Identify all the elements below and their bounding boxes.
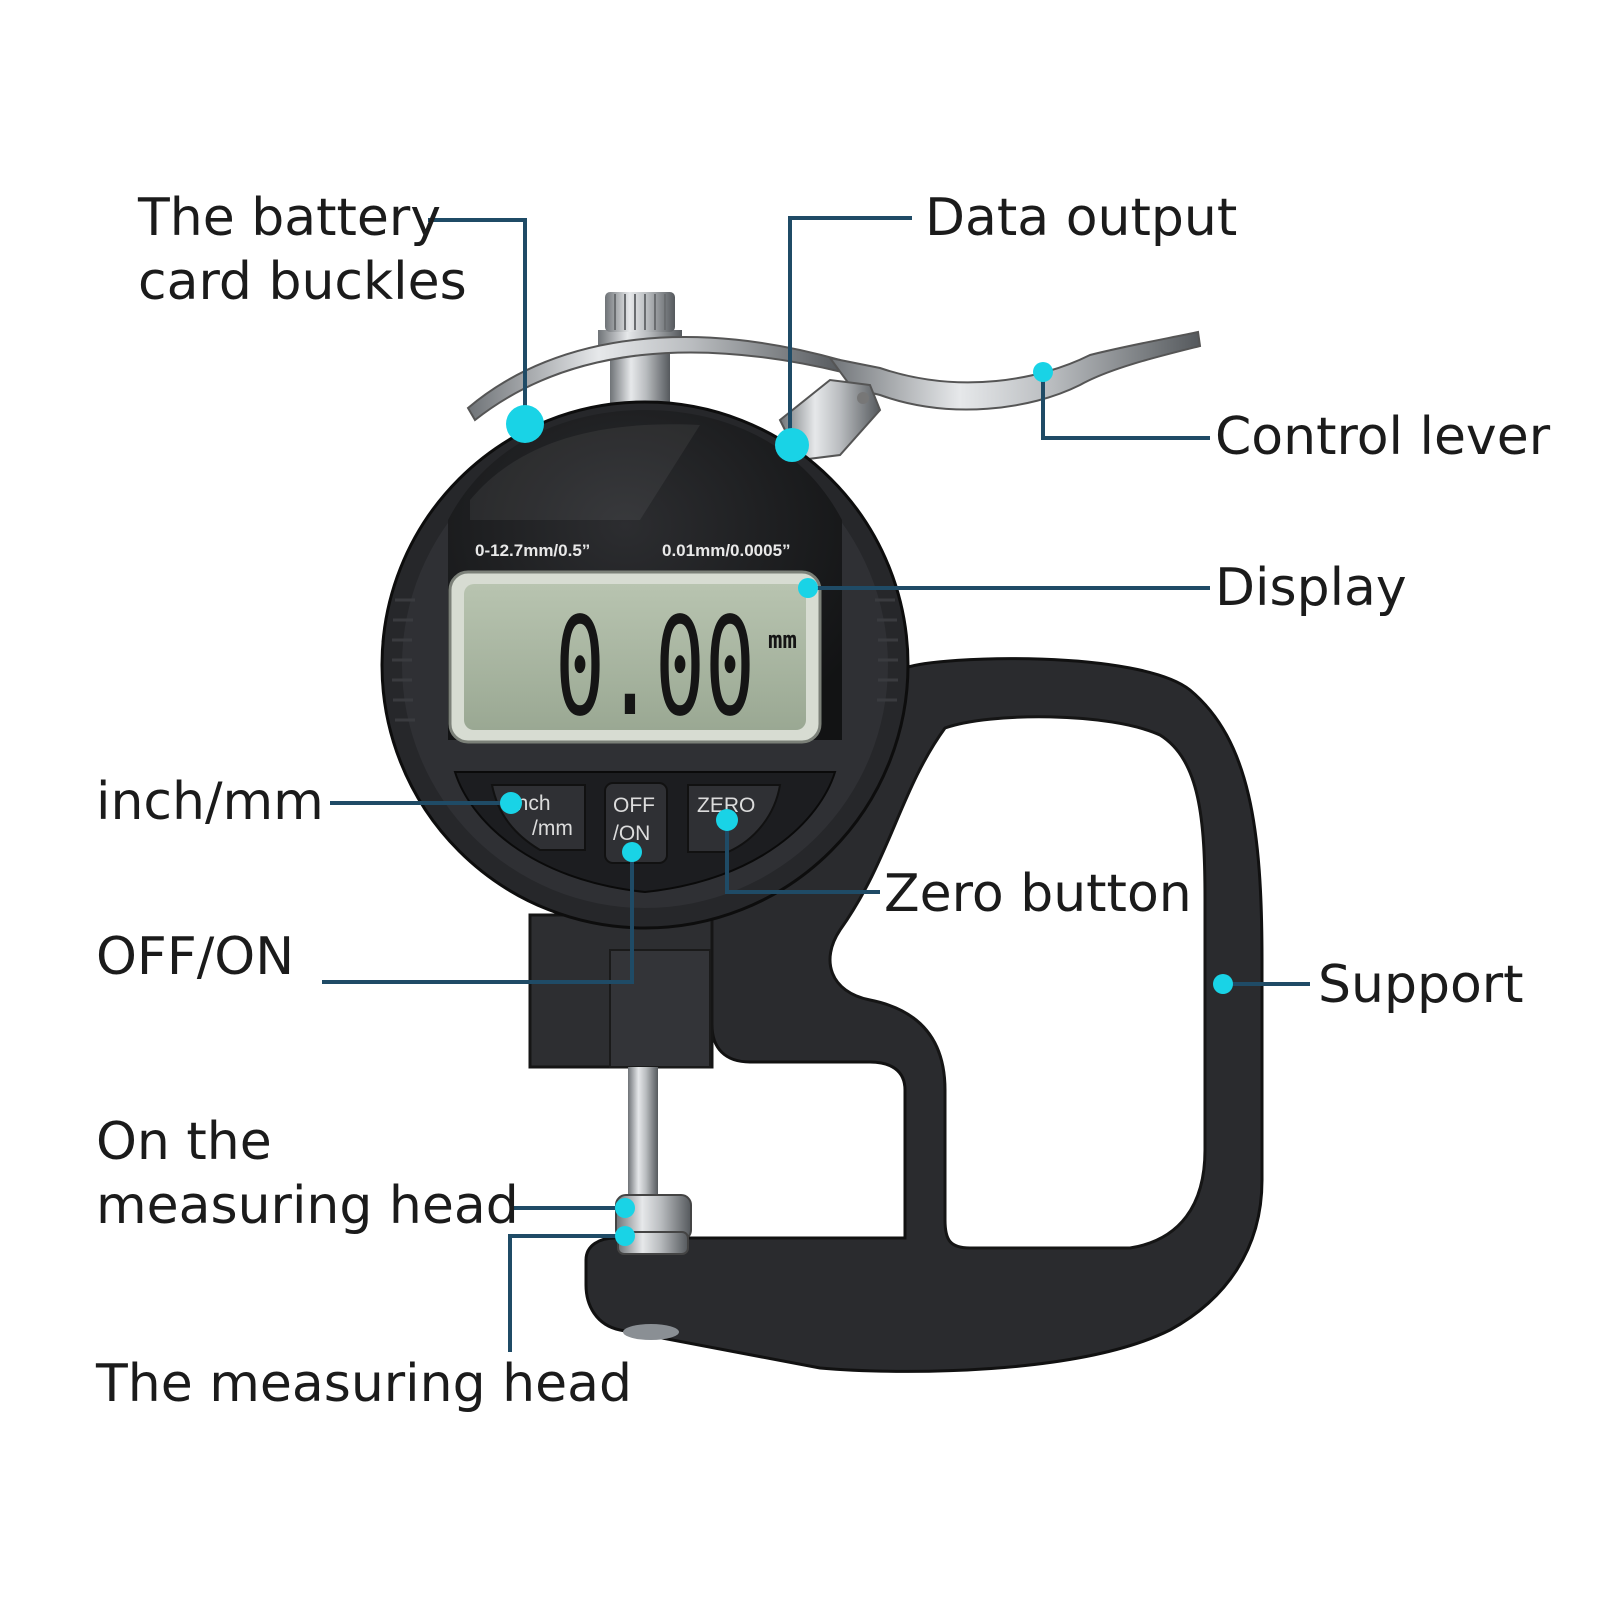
callout-support-label: Support (1318, 955, 1524, 1015)
dot-inch-mm (500, 792, 522, 814)
callout-data-output-label: Data output (925, 188, 1238, 248)
resolution-text: 0.01mm/0.0005” (662, 541, 791, 560)
dot-measuring-head (615, 1226, 635, 1246)
callout-off-on-label: OFF/ON (96, 927, 295, 987)
lcd-unit: mm (768, 626, 797, 654)
dot-data-output (775, 428, 809, 462)
callout-battery-line2: card buckles (138, 252, 467, 312)
leader-data-output (788, 216, 912, 445)
dot-zero-button (716, 809, 738, 831)
zero-button-label: ZERO (697, 794, 755, 817)
dot-control-lever (1033, 362, 1053, 382)
dot-on-head (615, 1198, 635, 1218)
off-on-button[interactable]: OFF /ON (604, 782, 668, 864)
off-on-button-label-2: /ON (613, 822, 650, 845)
callout-inch-mm-label: inch/mm (96, 772, 324, 832)
callout-zero-button-label: Zero button (884, 864, 1192, 924)
dot-off-on (622, 842, 642, 862)
leader-battery (428, 218, 527, 422)
range-text: 0-12.7mm/0.5” (475, 541, 590, 560)
callout-display-label: Display (1215, 558, 1407, 618)
callout-measuring-head-label: The measuring head (96, 1354, 632, 1414)
spindle (628, 1067, 658, 1207)
callout-on-head-line1: On the (96, 1112, 272, 1172)
leader-measuring-head (508, 1234, 625, 1352)
support-window (828, 715, 1207, 1250)
callout-battery-label: The battery card buckles (138, 186, 467, 314)
leader-lines (322, 216, 1310, 1352)
leader-zero-button (725, 820, 880, 894)
off-on-button-label-1: OFF (613, 794, 655, 817)
inch-mm-button-label-1: inch (512, 792, 551, 815)
leader-control-lever (1041, 372, 1210, 440)
leader-off-on (322, 852, 634, 984)
dot-support (1213, 974, 1233, 994)
callout-on-head-line2: measuring head (96, 1176, 519, 1236)
lcd-screen (464, 584, 806, 730)
dot-battery (506, 405, 544, 443)
callout-control-lever-label: Control lever (1215, 407, 1551, 467)
control-lever (827, 330, 1202, 411)
callout-on-head-label: On the measuring head (96, 1110, 519, 1238)
callout-dots (500, 362, 1233, 1246)
top-knob (605, 292, 675, 332)
dot-display (798, 578, 818, 598)
lcd-reading: 0.00 (555, 589, 755, 747)
callout-battery-line1: The battery (138, 188, 442, 248)
inch-mm-button-label-2: /mm (532, 817, 573, 840)
